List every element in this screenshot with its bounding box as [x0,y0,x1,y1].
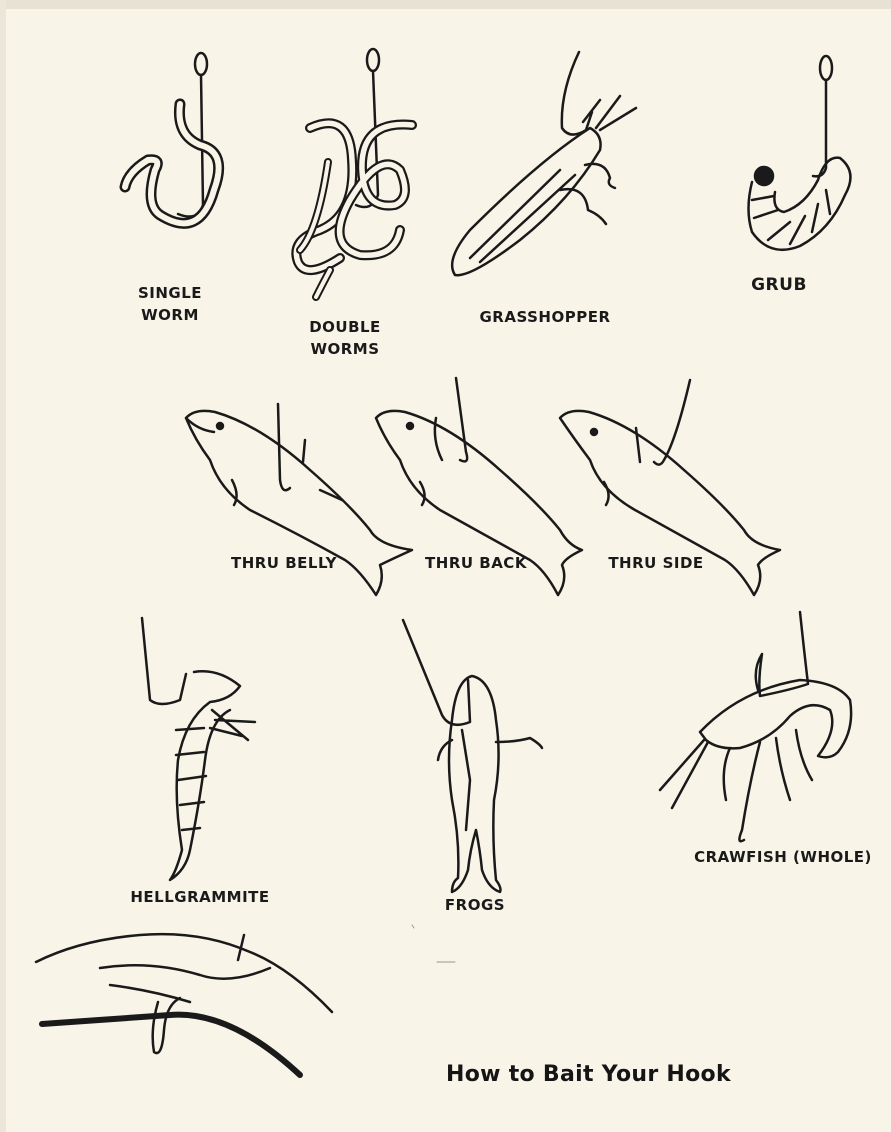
label-crawfish: CRAWFISH (WHOLE) [688,846,878,868]
frog-illustration [403,620,542,892]
label-frogs: FROGS [440,894,510,916]
hellgrammite-illustration [142,618,255,880]
page-title: How to Bait Your Hook [446,1062,731,1087]
grub-illustration [749,56,851,250]
label-grub: GRUB [734,274,824,296]
hand-illustration [36,934,332,1075]
label-single-worm: SINGLE WORM [122,282,218,326]
single-worm-illustration [125,53,219,223]
label-double-worms-line2: WORMS [295,338,395,360]
double-worms-illustration [296,49,412,297]
label-thru-belly: THRU BELLY [222,552,346,574]
label-grasshopper: GRASSHOPPER [470,306,620,328]
label-double-worms: DOUBLE WORMS [295,316,395,360]
crawfish-illustration [660,612,851,841]
label-hellgrammite: HELLGRAMMITE [120,886,280,908]
label-single-worm-line2: WORM [122,304,218,326]
grasshopper-illustration [452,52,636,275]
label-double-worms-line1: DOUBLE [295,316,395,338]
label-single-worm-line1: SINGLE [122,282,218,304]
label-thru-side: THRU SIDE [600,552,712,574]
label-thru-back: THRU BACK [420,552,532,574]
